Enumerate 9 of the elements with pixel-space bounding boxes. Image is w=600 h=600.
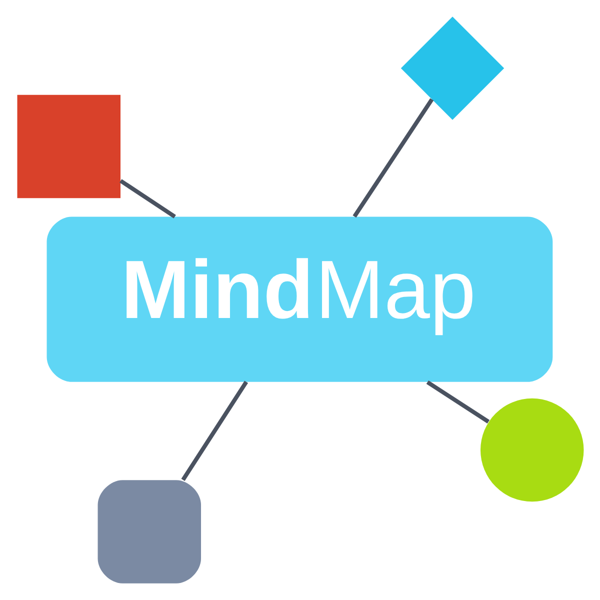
connector <box>180 380 248 481</box>
connector <box>352 98 434 218</box>
node-box <box>97 480 201 584</box>
connector <box>119 179 176 218</box>
node-box <box>16 94 120 198</box>
node-diamond <box>400 16 504 120</box>
connector <box>426 380 490 424</box>
node-circle <box>480 398 584 502</box>
node-box: MindMap <box>46 216 552 382</box>
